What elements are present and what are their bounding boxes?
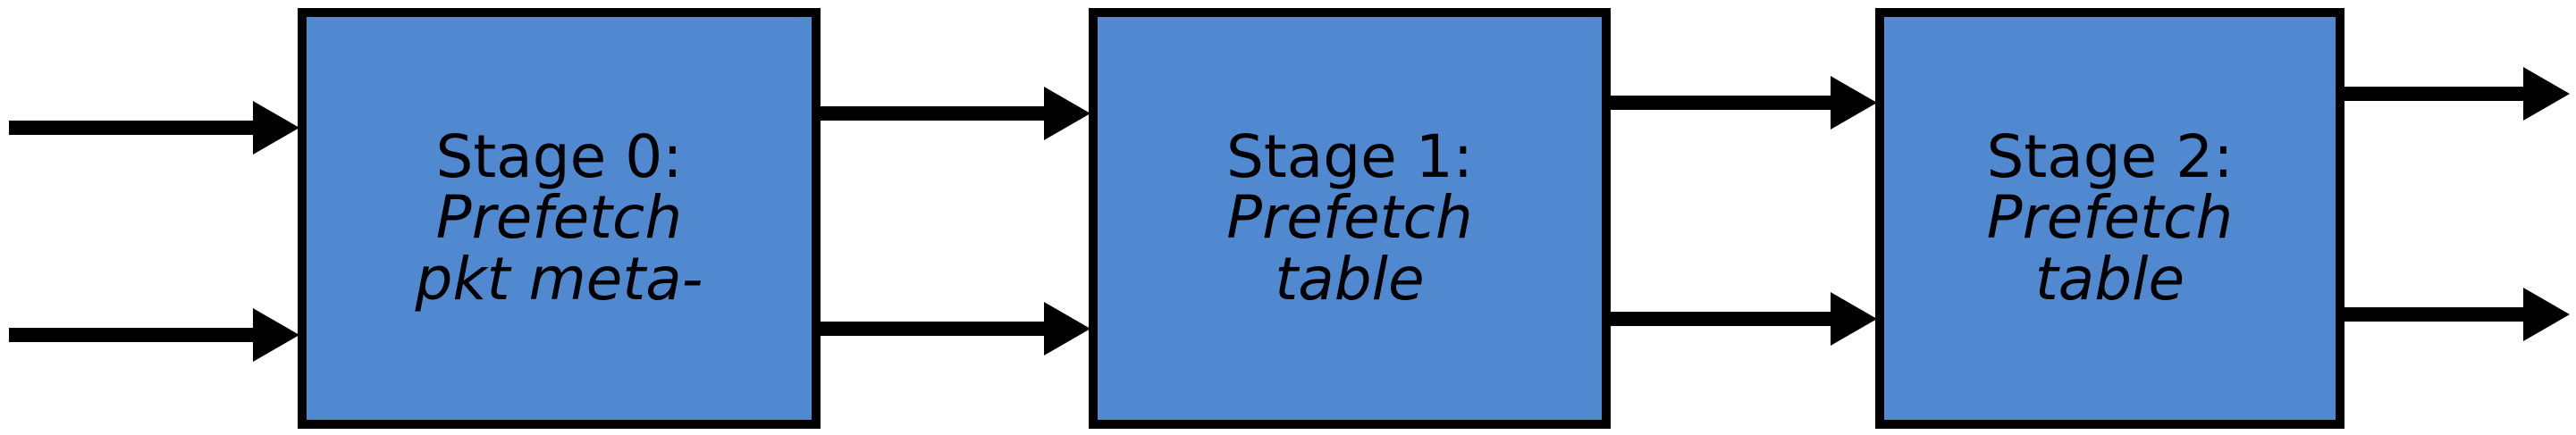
stage-0-subtitle-line1: Prefetch [435, 183, 683, 253]
arrow-head-icon [253, 308, 299, 362]
stage-box-0[interactable]: Stage 0: Prefetch pkt meta- [298, 8, 821, 429]
arrow-head-icon [253, 101, 299, 155]
stage-0-title: Stage 0: [435, 121, 683, 191]
stage-2-subtitle-line1: Prefetch [1986, 183, 2234, 253]
arrow-shaft [1611, 96, 1834, 110]
stage-box-2[interactable]: Stage 2: Prefetch table [1875, 8, 2344, 429]
arrow-head-icon [1831, 76, 1877, 130]
stage-0-subtitle-line2: pkt meta- [415, 244, 703, 314]
arrow-head-icon [1831, 292, 1877, 346]
arrow-shaft [1611, 312, 1834, 326]
stage-1-title: Stage 1: [1226, 121, 1473, 191]
arrow-shaft [821, 322, 1048, 336]
arrow-head-icon [2523, 67, 2570, 121]
arrow-shaft [2344, 87, 2527, 101]
stage-2-title: Stage 2: [1986, 121, 2234, 191]
stage-1-subtitle-line2: table [1275, 244, 1425, 314]
arrow-shaft [9, 328, 257, 342]
arrow-head-icon [2523, 288, 2570, 341]
arrow-shaft [821, 106, 1048, 121]
stage-2-subtitle-line2: table [2034, 244, 2185, 314]
arrow-head-icon [1044, 87, 1090, 140]
stage-box-1[interactable]: Stage 1: Prefetch table [1089, 8, 1611, 429]
arrow-shaft [9, 121, 257, 135]
stage-1-subtitle-line1: Prefetch [1226, 183, 1473, 253]
arrow-head-icon [1044, 302, 1090, 356]
arrow-shaft [2344, 307, 2527, 322]
